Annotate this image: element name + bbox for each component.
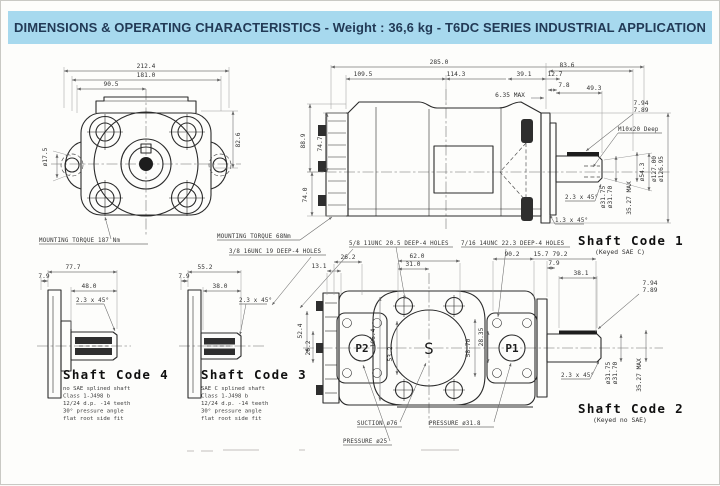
dim-front-height: 82.6 — [235, 132, 242, 147]
dim-side-seg2: 114.3 — [447, 71, 466, 78]
title-banner: DIMENSIONS & OPERATING CHARACTERISTICS -… — [8, 11, 712, 44]
chamfer-2-3-note: 2.3 x 45° — [565, 195, 598, 201]
dim-39-1: 39.1 — [517, 71, 532, 78]
shaft-code-3-title: Shaft Code 3 — [201, 367, 307, 382]
shaft-code-2-title: Shaft Code 2 — [578, 401, 684, 416]
dim-38-0: 38.0 — [213, 283, 228, 290]
dim-54-3: ø54.3 — [639, 162, 646, 181]
dim-55-2: 55.2 — [198, 264, 213, 271]
dim-106-4: 106.4 — [370, 328, 377, 347]
dim-49-3: 49.3 — [587, 85, 602, 92]
port-p1-label: P1 — [505, 342, 519, 355]
port-s-label: S — [424, 339, 434, 358]
dim-7-9-s3: 7.9 — [178, 273, 189, 280]
dim-shaft-lower: ø31.70 — [607, 186, 614, 209]
front-view: 212.4 181.0 90.5 ø17.5 82.6 MOUNTING TOR… — [39, 63, 242, 245]
shaft-code-3-note: SAE C splined shaft — [201, 386, 265, 392]
dim-key-lower-rear: 7.89 — [643, 287, 658, 294]
dim-77-7: 77.7 — [66, 264, 81, 271]
chamfer-note-s4: 2.3 x 45° — [76, 298, 109, 304]
shaft-code-4-note: 30° pressure angle — [63, 409, 124, 415]
dim-38-1: 38.1 — [574, 270, 589, 277]
thread-holes-3-8-label: 3/8 16UNC 19 DEEP-4 HOLES — [229, 249, 322, 255]
shaft-code-4-view: 77.7 7.9 48.0 2.3 x 45° Shaft Code 4 no … — [37, 264, 169, 422]
dim-key-upper-rear: 7.94 — [643, 280, 658, 287]
rear-view: S P2 P1 5/8 11UNC 20.5 DEEP-4 HOLES — [297, 241, 684, 446]
shaft-code-1-title: Shaft Code 1 — [578, 233, 684, 248]
dim-7-9-s4: 7.9 — [38, 273, 49, 280]
dim-side-seg1: 109.5 — [354, 71, 373, 78]
dim-front-half-width: 90.5 — [104, 81, 119, 88]
dim-28-35: 28.35 — [478, 327, 485, 346]
dim-shaft-upper: ø31.75 — [600, 186, 607, 209]
chamfer-note-s3: 2.3 x 45° — [239, 298, 272, 304]
dim-15-7: 15.7 — [534, 251, 549, 258]
dim-88-9: 88.9 — [300, 133, 307, 148]
dim-62-0: 62.0 — [410, 253, 425, 260]
dim-key-upper: 7.94 — [634, 100, 649, 107]
dim-74-0: 74.0 — [302, 187, 309, 202]
dim-key-lower: 7.89 — [634, 107, 649, 114]
shaft-code-4-note: 12/24 d.p. -14 teeth — [63, 401, 130, 407]
thread-note-m10: M10x20 Deep — [618, 127, 659, 133]
dim-side-total-length: 285.0 — [430, 59, 449, 66]
shaft-code-4-title: Shaft Code 4 — [63, 367, 169, 382]
dim-90-2: 90.2 — [505, 251, 520, 258]
pressure-25-label: PRESSURE ø25 — [343, 439, 388, 445]
port-p2-label: P2 — [355, 342, 368, 355]
dim-35-27-max-rear: 35.27 MAX — [636, 358, 643, 392]
shaft-code-3-note: Class 1-J498 b — [201, 394, 249, 400]
dim-53-2: 53.2 — [387, 346, 394, 361]
shaft-code-2-subtitle: (Keyed no SAE) — [593, 416, 647, 424]
side-mounting-torque-label: MOUNTING TORQUE 68Nm — [217, 234, 291, 240]
dim-35-27-max: 35.27 MAX — [626, 181, 633, 215]
dim-12-7: 12.7 — [548, 71, 563, 78]
shaft-code-4-note: no SAE splined shaft — [63, 386, 130, 392]
shaft-code-4-note: Class 1-J498 b — [63, 394, 111, 400]
side-view: 285.0 109.5 114.3 39.1 12.7 83.6 7.8 49.… — [217, 59, 684, 309]
dim-7-8: 7.8 — [558, 82, 569, 89]
page-title: DIMENSIONS & OPERATING CHARACTERISTICS -… — [14, 20, 706, 35]
shaft-code-3-note: 30° pressure angle — [201, 409, 262, 415]
shaft-code-3-note: flat root side fit — [201, 416, 262, 422]
chamfer-2-3-rear-note: 2.3 x 45° — [561, 373, 594, 379]
dim-31-0: 31.0 — [406, 261, 421, 268]
dim-shaft-upper-rear: ø31.75 — [605, 362, 612, 385]
dim-48-0: 48.0 — [82, 283, 97, 290]
dim-pilot-lower: ø126.95 — [658, 156, 665, 182]
thread-holes-5-8-label: 5/8 11UNC 20.5 DEEP-4 HOLES — [349, 241, 449, 247]
dim-front-inner-width: 181.0 — [137, 72, 156, 79]
dim-26-2-left: 26.2 — [305, 340, 312, 355]
dim-shaft-lower-rear: ø31.70 — [612, 362, 619, 385]
dim-13-1: 13.1 — [312, 263, 327, 270]
shaft-code-3-note: 12/24 d.p. -14 teeth — [201, 401, 268, 407]
thread-holes-7-16-label: 7/16 14UNC 22.3 DEEP-4 HOLES — [461, 241, 565, 247]
dim-58-70: 58.70 — [465, 338, 472, 357]
shaft-code-3-view: 55.2 7.9 38.0 2.3 x 45° Shaft Code 3 SAE… — [178, 264, 307, 422]
dim-ear-hole-dia: ø17.5 — [42, 147, 49, 166]
dim-front-total-width: 212.4 — [137, 63, 156, 70]
dim-7-9-rear: 7.9 — [548, 260, 559, 267]
dim-52-4: 52.4 — [297, 323, 304, 338]
dim-83-6: 83.6 — [560, 62, 575, 69]
dim-74-7: 74.7 — [317, 136, 324, 151]
shaft-code-4-note: flat root side fit — [63, 416, 124, 422]
dim-26-2-top: 26.2 — [341, 254, 356, 261]
pressure-31-8-label: PRESSURE ø31.8 — [429, 421, 481, 427]
dim-79-2: 79.2 — [553, 251, 568, 258]
footnote-marks — [187, 449, 459, 452]
front-mounting-torque-label: MOUNTING TORQUE 187 Nm — [39, 238, 120, 244]
dim-6-35-max: 6.35 MAX — [495, 92, 525, 99]
dim-pilot-upper: ø127.00 — [651, 156, 658, 182]
shaft-code-1-subtitle: (Keyed SAE C) — [595, 248, 645, 256]
chamfer-1-3-note: 1.3 x 45° — [555, 218, 588, 224]
suction-label: SUCTION ø76 — [357, 421, 398, 427]
